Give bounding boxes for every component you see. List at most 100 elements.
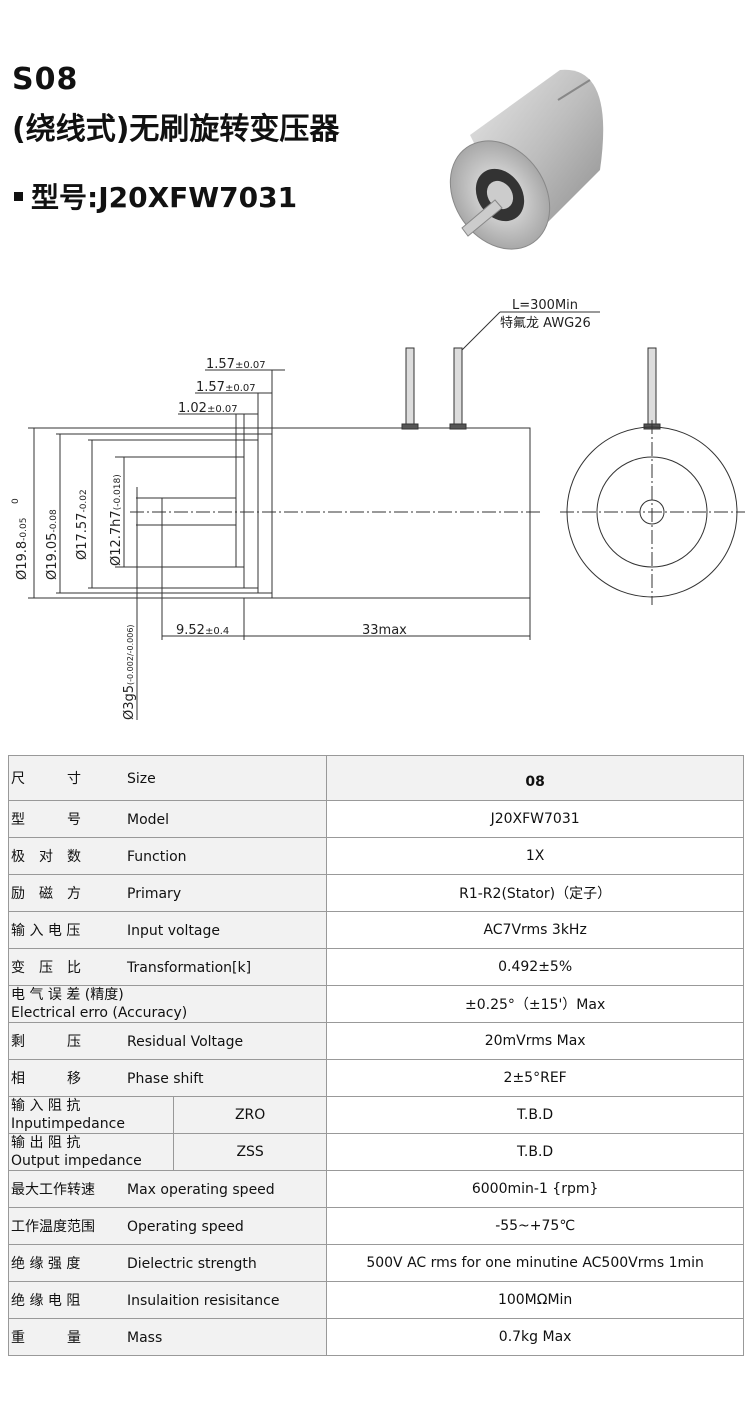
table-row: 最大工作转速 Max operating speed 6000min-1 {rpm} [7, 1170, 744, 1208]
shaft-dia: Ø3g5 [122, 685, 137, 720]
svg-text:1.57±0.07: 1.57±0.07 [196, 380, 256, 395]
table-row: 型 号 Model J20XFW7031 [7, 800, 744, 838]
param-value: 0.7kg Max [326, 1318, 744, 1356]
dia-4-tol: (-0.018) [113, 474, 123, 510]
param-value: -55~+75℃ [326, 1207, 744, 1245]
wire-length-label: L=300Min [512, 298, 578, 313]
series-title: S08 [12, 62, 79, 97]
param-zh: 最大工作转速 [11, 1182, 95, 1198]
param-en: Dielectric strength [127, 1256, 257, 1272]
svg-text:Ø3g5(-0.002/-0.006): Ø3g5(-0.002/-0.006) [122, 624, 137, 720]
param-value: 1X [326, 837, 744, 875]
dia-2-tol: -0.08 [49, 509, 59, 533]
dim-shaft-length: 9.52 [176, 623, 205, 638]
param-symbol: ZRO [172, 1096, 328, 1134]
dia-3: Ø17.57 [75, 513, 90, 560]
param-en: Model [127, 812, 170, 828]
dim-flange2: 1.57 [196, 380, 225, 395]
param-value: 6000min-1 {rpm} [326, 1170, 744, 1208]
param-zh: 绝 缘 电 阻 [11, 1293, 81, 1309]
dim-body-length: 33max [362, 623, 407, 638]
svg-text:Ø12.7h7(-0.018): Ø12.7h7(-0.018) [109, 474, 124, 566]
param-label: 工作温度范围 Operating speed [7, 1207, 328, 1245]
shaft-dia-tol: (-0.002/-0.006) [126, 624, 135, 685]
dia-outer-tol: -0.05 [19, 518, 29, 541]
param-en: Size [127, 771, 156, 787]
param-en: Phase shift [127, 1071, 204, 1087]
dim-step-tol: ±0.07 [207, 404, 238, 415]
param-value: ±0.25°（±15'）Max [326, 985, 744, 1023]
param-value: T.B.D [326, 1133, 744, 1171]
product-name: (绕线式)无刷旋转变压器 [12, 112, 340, 147]
param-en: Inputimpedance [11, 1116, 125, 1132]
table-row: 电 气 误 差 (精度) Electrical erro (Accuracy) ±0… [7, 985, 744, 1023]
param-label: 尺 寸 Size [7, 755, 328, 801]
param-en: Function [127, 849, 187, 865]
param-value: R1-R2(Stator)（定子） [326, 874, 744, 912]
param-zh: 励 磁 方 [11, 886, 81, 902]
table-row: 相 移 Phase shift 2±5°REF [7, 1059, 744, 1097]
svg-text:1.02±0.07: 1.02±0.07 [178, 401, 238, 416]
param-value: AC7Vrms 3kHz [326, 911, 744, 949]
param-zh: 电 气 误 差 (精度) [11, 987, 124, 1003]
dim-flange1-tol: ±0.07 [235, 360, 266, 371]
dia-outer: Ø19.8 [15, 541, 30, 580]
param-en: Insulaition resisitance [127, 1293, 280, 1309]
dim-shaft-length-tol: ±0.4 [205, 626, 229, 637]
dim-flange2-tol: ±0.07 [225, 383, 256, 394]
svg-text:9.52±0.4: 9.52±0.4 [176, 623, 229, 638]
dia-outer-zero: 0 [11, 498, 21, 504]
param-zh: 输 入 电 压 [11, 923, 81, 939]
param-value: 2±5°REF [326, 1059, 744, 1097]
param-label: 电 气 误 差 (精度) Electrical erro (Accuracy) [7, 985, 328, 1023]
param-label: 输 出 阻 抗 Output impedance [8, 1133, 174, 1171]
dim-flange1: 1.57 [206, 357, 235, 372]
param-zh: 输 出 阻 抗 [11, 1135, 81, 1151]
param-value: T.B.D [326, 1096, 744, 1134]
param-zh: 型 号 [11, 812, 81, 828]
param-en: Operating speed [127, 1219, 244, 1235]
param-zh: 工作温度范围 [11, 1219, 95, 1235]
param-label: 最大工作转速 Max operating speed [7, 1170, 328, 1208]
param-zh: 输 入 阻 抗 [11, 1098, 81, 1114]
svg-text:Ø19.8-0.05: Ø19.8-0.05 [15, 518, 30, 580]
bullet-icon [14, 191, 23, 201]
param-value: J20XFW7031 [326, 800, 744, 838]
model-label: 型号:J20XFW7031 [31, 181, 298, 214]
table-row: 尺 寸 Size 08 [7, 755, 744, 801]
svg-text:1.57±0.07: 1.57±0.07 [206, 357, 266, 372]
param-zh: 相 移 [11, 1071, 81, 1087]
param-label: 绝 缘 电 阻 Insulaition resisitance [7, 1281, 328, 1319]
param-value: 20mVrms Max [326, 1022, 744, 1060]
svg-text:Ø19.05-0.08: Ø19.05-0.08 [45, 509, 60, 580]
param-en: Mass [127, 1330, 163, 1346]
param-value: 08 [326, 755, 744, 801]
dia-3-tol: -0.02 [79, 489, 89, 512]
param-en: Output impedance [11, 1153, 142, 1169]
dimension-drawing: L=300Min 特氟龙 AWG26 1.57±0.07 1.57±0.07 1… [11, 298, 745, 720]
dia-2: Ø19.05 [45, 533, 60, 580]
param-en: Max operating speed [127, 1182, 275, 1198]
param-value: 500V AC rms for one minutine AC500Vrms 1… [326, 1244, 744, 1282]
param-zh: 尺 寸 [11, 771, 81, 787]
param-en: Electrical erro (Accuracy) [11, 1005, 188, 1021]
dia-4: Ø12.7h7 [109, 510, 124, 566]
